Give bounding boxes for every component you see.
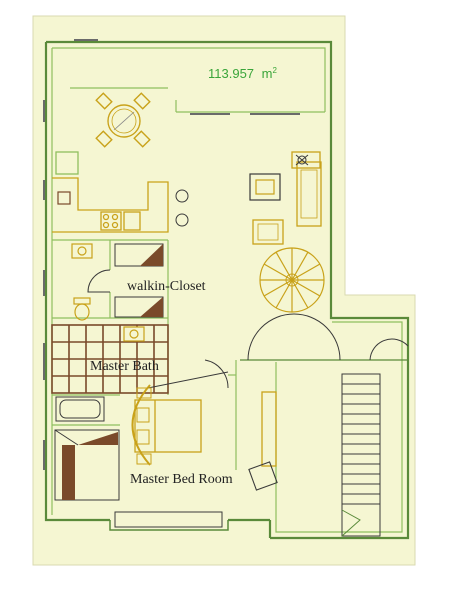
dresser (261, 391, 277, 467)
sink-small (71, 243, 93, 259)
kitchen-counter (52, 151, 169, 233)
sofa (291, 151, 322, 227)
room-label-master-bedroom: Master Bed Room (130, 472, 233, 487)
bedroom-door-arc (204, 359, 229, 389)
spiral-staircase (259, 247, 325, 313)
toilet (73, 297, 91, 321)
hall-door-arc (247, 313, 341, 361)
closet-door (87, 269, 111, 293)
dining-table (95, 92, 151, 148)
area-label: 113.957 m2 (208, 66, 278, 81)
lounge-chair (248, 461, 278, 491)
room-label-master-bath: Master Bath (90, 359, 159, 374)
coffee-table (249, 173, 281, 201)
hall-door-arc-2 (369, 338, 409, 361)
outer-walls (44, 40, 410, 540)
straight-stairs (341, 373, 381, 537)
area-unit: m (262, 66, 273, 81)
inner-walls (51, 47, 408, 533)
plant-icon (295, 154, 309, 166)
bedroom-curved-wall (131, 384, 151, 466)
window-markers (43, 39, 300, 470)
bedroom-closet (54, 429, 120, 501)
bed (134, 387, 202, 465)
bathtub (55, 396, 105, 422)
bar-stools (175, 189, 189, 227)
armchair (252, 219, 284, 245)
room-label-walkin-closet: walkin-Closet (127, 279, 206, 294)
bedroom-door-line (147, 371, 229, 389)
bath-sink (123, 326, 145, 342)
closet-shelves (114, 243, 164, 318)
area-value: 113.957 (208, 66, 254, 81)
area-exponent: 2 (273, 66, 278, 75)
